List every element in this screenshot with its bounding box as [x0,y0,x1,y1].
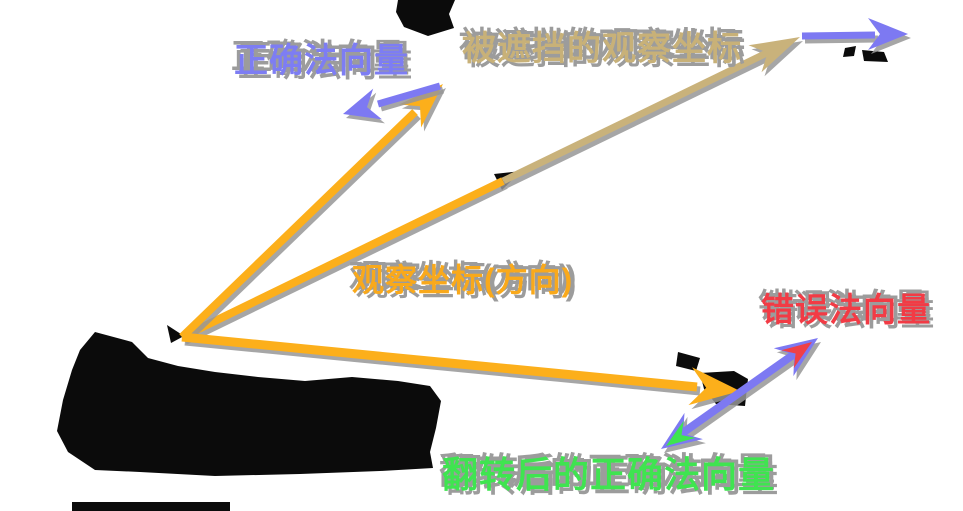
steep-view-vector-arrow [179,84,443,340]
view-ray-visible-line [180,177,505,341]
flipped-normal-label: 翻转后的正确法向量 [442,454,776,495]
black-shape-topright-2 [862,50,888,62]
correct-normal-label: 正确法向量 [234,42,409,80]
black-shape-bottombar [72,502,230,511]
view-direction-label: 观察坐标(方向) [352,262,574,298]
bottom-view-vector-arrow [181,332,740,406]
view-ray-occluded-arrow [501,37,800,185]
origin-marker [167,325,184,343]
top-right-arrow [801,18,908,50]
correct-normal-arrow [343,82,441,120]
black-shape-topright-1 [843,46,856,57]
occluded-view-label: 被遮挡的观察坐标 [462,30,742,68]
normal-double-arrow [661,338,818,449]
black-shape-top [396,0,455,36]
flipped-normal-head-fill [666,420,696,446]
black-shape-junction-sliver [676,352,700,371]
wrong-normal-head-fill [781,342,812,369]
wrong-normal-label: 错误法向量 [761,291,931,328]
black-shape-bottomleft [57,332,441,476]
background-silhouette [57,0,888,511]
